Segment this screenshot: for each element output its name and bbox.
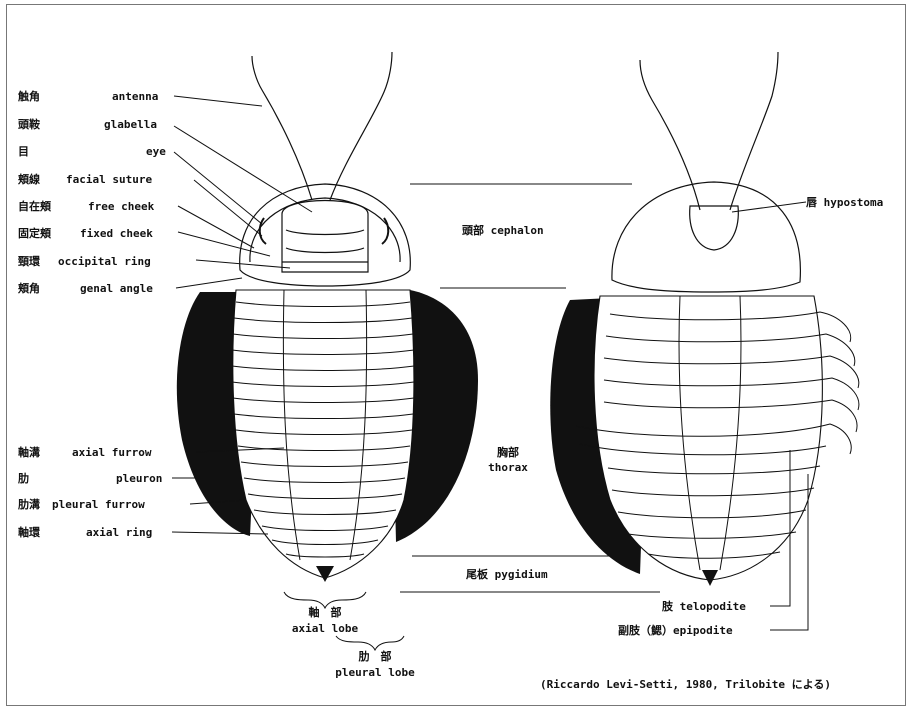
label-eye-en: eye	[146, 145, 166, 158]
label-facial-suture-en: facial suture	[66, 173, 152, 186]
label-cephalon: 頭部 cephalon	[462, 224, 544, 237]
label-occipital-ring-jp: 頸環	[18, 255, 40, 268]
label-axial-ring-jp: 軸環	[18, 526, 40, 539]
ventral-antenna-right	[730, 52, 778, 210]
label-axial-ring-en: axial ring	[86, 526, 152, 539]
label-thorax-jp: 胸部	[488, 446, 528, 459]
label-axial-furrow-jp: 軸溝	[18, 446, 40, 459]
label-axial-lobe-jp: 軸 部	[290, 606, 360, 619]
ventral-trilobite	[612, 52, 800, 292]
label-pleural-furrow-en: pleural furrow	[52, 498, 145, 511]
dorsal-antenna-right	[330, 52, 392, 200]
label-pleural-furrow-jp: 肋溝	[18, 498, 40, 511]
ventral-antenna-left	[640, 60, 700, 210]
label-fixed-cheek-en: fixed cheek	[80, 227, 153, 240]
label-facial-suture-jp: 頬線	[18, 173, 40, 186]
label-occipital-ring-en: occipital ring	[58, 255, 151, 268]
dorsal-antenna-left	[252, 56, 312, 200]
label-telopodite: 肢 telopodite	[662, 600, 746, 613]
label-fixed-cheek-jp: 固定頬	[18, 227, 51, 240]
label-glabella-en: glabella	[104, 118, 157, 131]
label-hypostoma: 唇 hypostoma	[806, 196, 883, 209]
label-antenna-jp: 触角	[18, 90, 40, 103]
dorsal-trilobite	[240, 52, 411, 286]
label-free-cheek-jp: 自在頬	[18, 200, 51, 213]
label-pleuron-jp: 肋	[18, 472, 29, 485]
label-thorax-en: thorax	[482, 461, 534, 474]
label-epipodite: 副肢（鰓）epipodite	[618, 624, 733, 637]
label-pleuron-en: pleuron	[116, 472, 162, 485]
label-antenna-en: antenna	[112, 90, 158, 103]
label-axial-lobe-en: axial lobe	[280, 622, 370, 635]
label-glabella-jp: 頭鞍	[18, 118, 40, 131]
label-pleural-lobe-en: pleural lobe	[320, 666, 430, 679]
dorsal-glabella	[282, 201, 368, 273]
label-eye-jp: 目	[18, 145, 29, 158]
label-genal-angle-jp: 頬角	[18, 282, 40, 295]
label-axial-furrow-en: axial furrow	[72, 446, 151, 459]
ventral-cephalon	[612, 182, 800, 292]
label-pleural-lobe-jp: 肋 部	[340, 650, 410, 663]
label-free-cheek-en: free cheek	[88, 200, 154, 213]
label-genal-angle-en: genal angle	[80, 282, 153, 295]
citation-text: (Riccardo Levi-Setti, 1980, Trilobite によ…	[540, 678, 831, 691]
ventral-hypostoma	[690, 206, 739, 250]
label-pygidium: 尾板 pygidium	[466, 568, 548, 581]
